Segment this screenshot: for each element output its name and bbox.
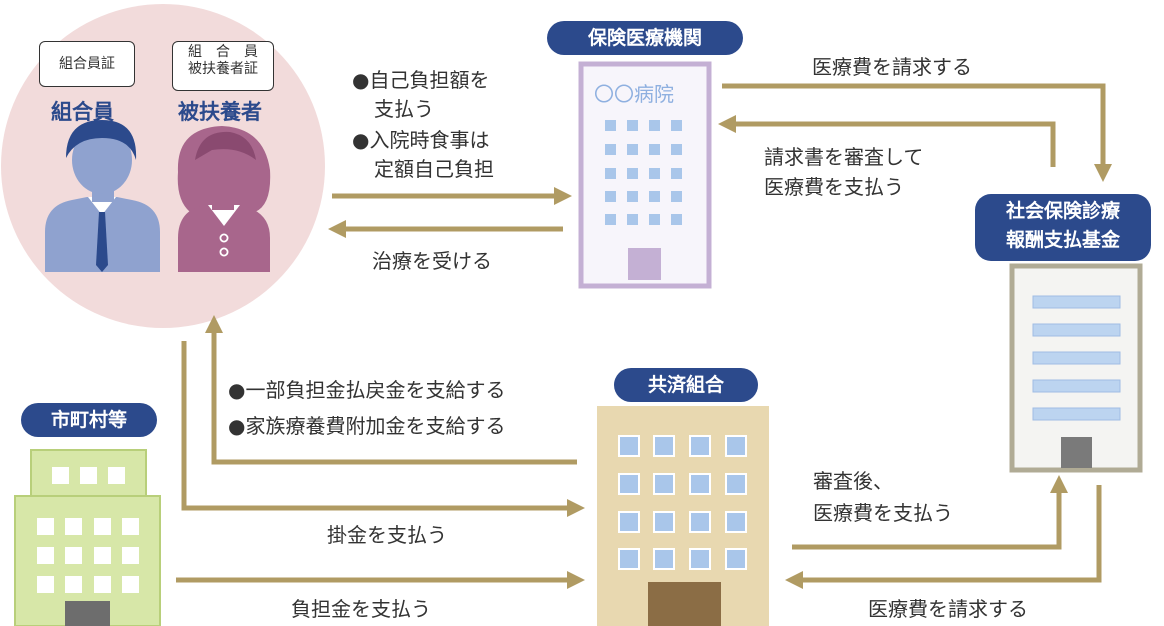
hospital-building-label: 〇〇病院 xyxy=(594,82,674,106)
union-benefit-label-2: ●家族療養費附加金を支給する xyxy=(228,414,506,438)
pay-copay-label-1: ●自己負担額を xyxy=(352,68,490,92)
union-building xyxy=(597,406,769,626)
member-label: 組合員 xyxy=(51,100,114,124)
meal-label-2: 定額自己負担 xyxy=(374,157,494,181)
dependent-card-line2: 被扶養者証 xyxy=(188,61,258,77)
pay-copay-label-2: 支払う xyxy=(374,97,434,121)
union-title: 共済組合 xyxy=(614,368,758,402)
dependent-figure-icon xyxy=(177,126,271,272)
arrow-member-to-union xyxy=(181,341,585,517)
arrow-fund-to-union xyxy=(785,485,1102,589)
member-card: 組合員証 xyxy=(39,41,135,87)
hospital-bill-label: 医療費を請求する xyxy=(812,55,972,79)
hospital-title: 保険医療機関 xyxy=(547,21,743,55)
union-review-label-1: 審査後、 xyxy=(813,469,893,493)
receive-treatment-label: 治療を受ける xyxy=(372,249,492,273)
pay-share-label: 負担金を支払う xyxy=(291,597,431,621)
pay-premium-label: 掛金を支払う xyxy=(327,523,447,547)
dependent-label: 被扶養者 xyxy=(178,100,262,124)
arrow-hospital-to-fund xyxy=(722,83,1112,182)
fund-title: 社会保険診療 報酬支払基金 xyxy=(975,194,1151,261)
arrow-union-to-member xyxy=(205,315,577,465)
fund-pay-label-1: 請求書を審査して xyxy=(764,145,924,169)
union-review-label-2: 医療費を支払う xyxy=(813,501,953,525)
fund-title-line1: 社会保険診療 xyxy=(1005,200,1120,222)
hospital-building xyxy=(578,61,712,289)
municipality-building xyxy=(14,449,161,626)
fund-building xyxy=(1009,263,1143,473)
fund-title-line2: 報酬支払基金 xyxy=(1005,229,1120,251)
arrow-fund-to-hospital xyxy=(718,115,1056,167)
fund-bill-union-label: 医療費を請求する xyxy=(868,597,1028,621)
arrow-union-to-fund xyxy=(792,475,1068,550)
municipality-title: 市町村等 xyxy=(21,403,157,437)
member-figure-icon xyxy=(45,120,160,272)
meal-label-1: ●入院時食事は xyxy=(352,128,490,152)
fund-pay-label-2: 医療費を支払う xyxy=(764,175,904,199)
dependent-card-line1: 組 合 員 xyxy=(188,44,258,60)
union-benefit-label-1: ●一部負担金払戻金を支給する xyxy=(228,378,506,402)
dependent-card: 組 合 員 被扶養者証 xyxy=(172,41,274,91)
